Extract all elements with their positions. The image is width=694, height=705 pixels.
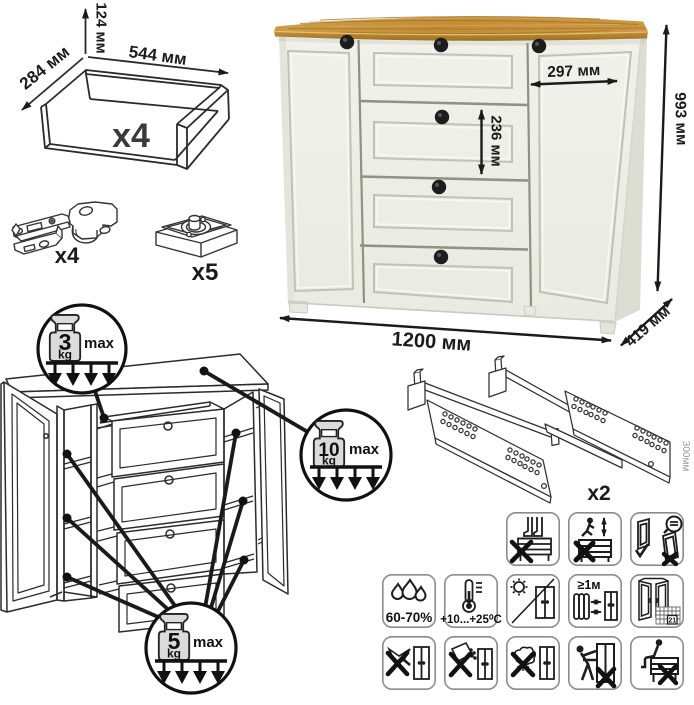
svg-text:max: max bbox=[193, 634, 224, 651]
svg-text:60-70%: 60-70% bbox=[386, 610, 433, 625]
svg-text:x5: x5 bbox=[192, 259, 219, 286]
svg-text:≥1м: ≥1м bbox=[577, 578, 600, 592]
svg-text:21: 21 bbox=[668, 618, 676, 625]
svg-text:kg: kg bbox=[167, 647, 181, 661]
svg-text:1200 мм: 1200 мм bbox=[391, 328, 472, 356]
svg-text:x4: x4 bbox=[55, 243, 80, 268]
svg-text:kg: kg bbox=[58, 348, 72, 362]
svg-text:max: max bbox=[349, 441, 380, 458]
svg-text:544 мм: 544 мм bbox=[128, 42, 188, 69]
svg-text:3: 3 bbox=[59, 329, 72, 355]
svg-text:297 мм: 297 мм bbox=[547, 62, 601, 81]
svg-text:x4: x4 bbox=[112, 117, 150, 155]
svg-text:10: 10 bbox=[318, 440, 339, 461]
svg-text:+10...+25⁰C: +10...+25⁰C bbox=[440, 613, 502, 626]
svg-text:max: max bbox=[84, 335, 115, 352]
svg-text:993 мм: 993 мм bbox=[671, 92, 690, 146]
svg-text:124 мм: 124 мм bbox=[93, 2, 110, 53]
svg-text:236 мм: 236 мм bbox=[488, 115, 505, 166]
svg-text:x2: x2 bbox=[587, 482, 610, 505]
svg-text:284 мм: 284 мм bbox=[16, 42, 73, 93]
svg-text:300мм: 300мм bbox=[680, 441, 691, 472]
svg-text:5: 5 bbox=[168, 628, 181, 654]
svg-text:kg: kg bbox=[322, 454, 336, 468]
